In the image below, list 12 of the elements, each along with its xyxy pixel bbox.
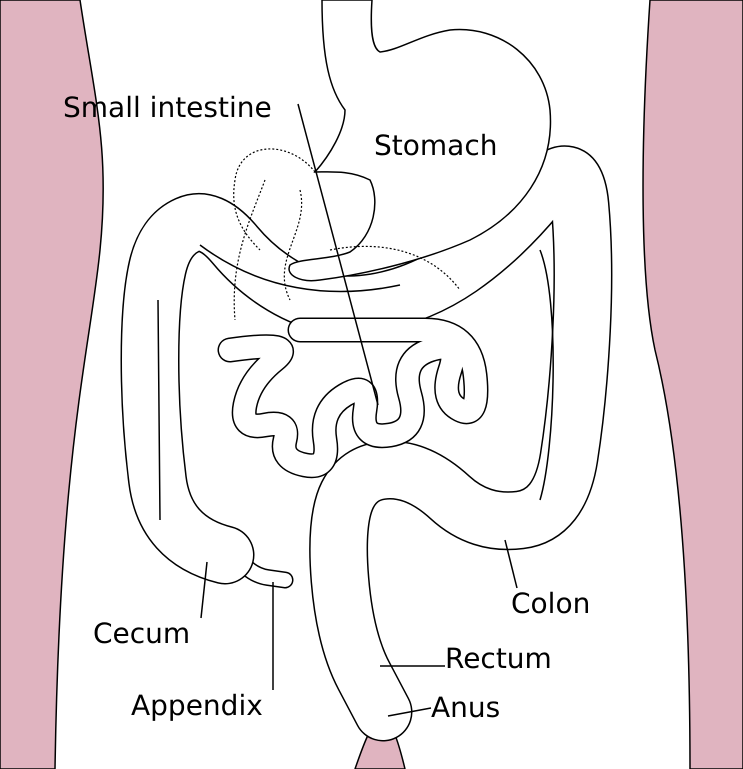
part-label: Cecum <box>93 618 190 650</box>
organ-label: Stomach <box>374 130 498 162</box>
leader-line <box>388 707 432 717</box>
leader-line <box>380 665 445 667</box>
leader-line <box>504 540 518 588</box>
part-label: Colon <box>511 588 590 620</box>
leader-line <box>272 582 274 690</box>
leader-line <box>297 104 379 406</box>
leader-line <box>200 562 208 618</box>
part-label: Appendix <box>131 690 263 722</box>
part-label: Anus <box>431 692 500 724</box>
part-label: Rectum <box>445 643 552 675</box>
